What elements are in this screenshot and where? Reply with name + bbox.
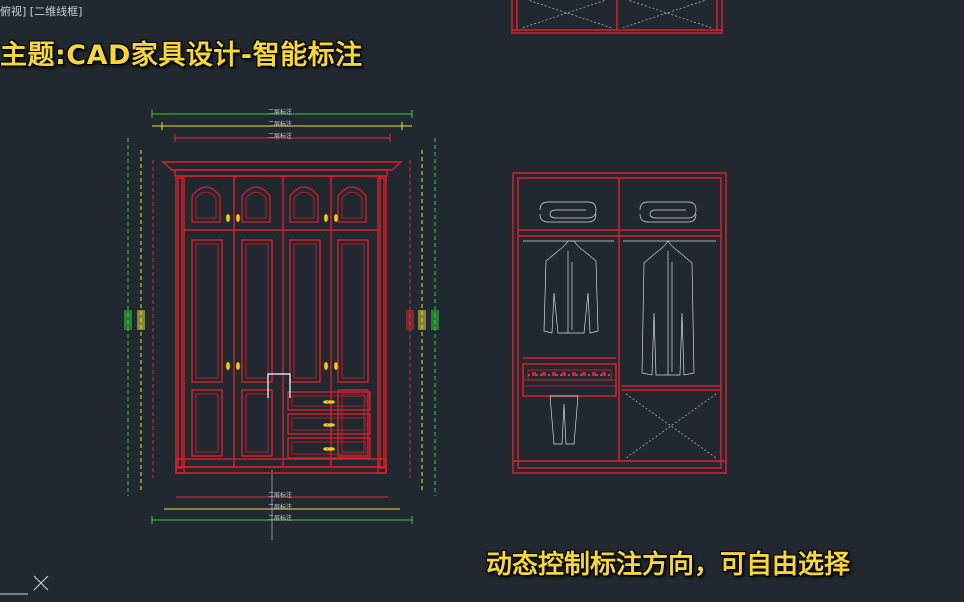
view-direction-control[interactable]: 俯视] xyxy=(0,5,27,18)
dim-label-top-2: 二层标注 xyxy=(268,120,292,128)
dimension-top-yellow xyxy=(152,122,412,130)
partial-cabinet-top xyxy=(511,0,723,34)
visual-style-control[interactable]: [二维线框] xyxy=(29,5,83,18)
dimension-top-green xyxy=(151,110,413,118)
dim-label-bottom-2: 二层标注 xyxy=(268,503,292,511)
dimension-right xyxy=(406,138,439,496)
video-subtitle: 动态控制标注方向，可自由选择 xyxy=(486,550,851,580)
drawing-cursor xyxy=(267,373,291,398)
dimension-bottom xyxy=(151,470,413,540)
dim-label-bottom-1: 二层标注 xyxy=(268,491,292,499)
ucs-icon xyxy=(0,575,49,595)
viewport-view-controls: 俯视] [二维线框] xyxy=(0,3,82,19)
basket-markers xyxy=(532,372,606,376)
dimension-left xyxy=(124,138,154,496)
door-handles xyxy=(225,213,339,452)
wardrobe-front-elevation xyxy=(161,161,403,474)
dim-label-top-3: 二层标注 xyxy=(268,132,292,140)
video-title: 主题:CAD家具设计-智能标注 xyxy=(0,40,363,71)
wardrobe-interior-details xyxy=(523,201,716,445)
storage-crossmarks xyxy=(625,393,717,459)
dimension-top-red xyxy=(174,134,391,142)
wardrobe-interior-elevation xyxy=(512,172,727,474)
dim-label-bottom-3: 二层标注 xyxy=(268,514,292,522)
dim-label-top-1: 二层标注 xyxy=(268,108,292,116)
